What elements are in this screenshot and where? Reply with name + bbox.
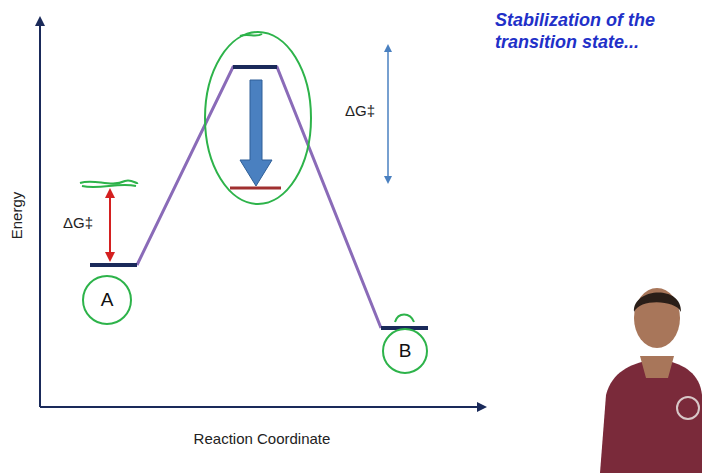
energy-level [230,187,281,190]
energy-label: ΔG‡ [63,214,93,231]
barrier-arrow [387,46,389,182]
highlight-circle [205,32,311,204]
energy-level [90,263,137,267]
energy-label: ΔG‡ [345,102,375,119]
state-circle: A [82,275,132,325]
energy-level [233,65,277,69]
state-label: A [101,289,114,311]
axis-label: Energy [9,191,26,239]
barrier-arrow [109,190,111,260]
title: Stabilization of the transition state... [495,10,695,53]
state-circle: B [382,328,428,374]
x-axis [40,406,485,408]
annotation-scribble [80,181,138,188]
annotation-scribble [395,315,414,323]
axis-label: Reaction Coordinate [194,430,331,447]
state-label: B [399,340,412,362]
presenter [600,288,702,473]
stabilization-arrow [240,80,272,186]
y-axis [39,18,41,407]
reaction-path [137,67,381,328]
annotation-scribble [240,34,262,36]
